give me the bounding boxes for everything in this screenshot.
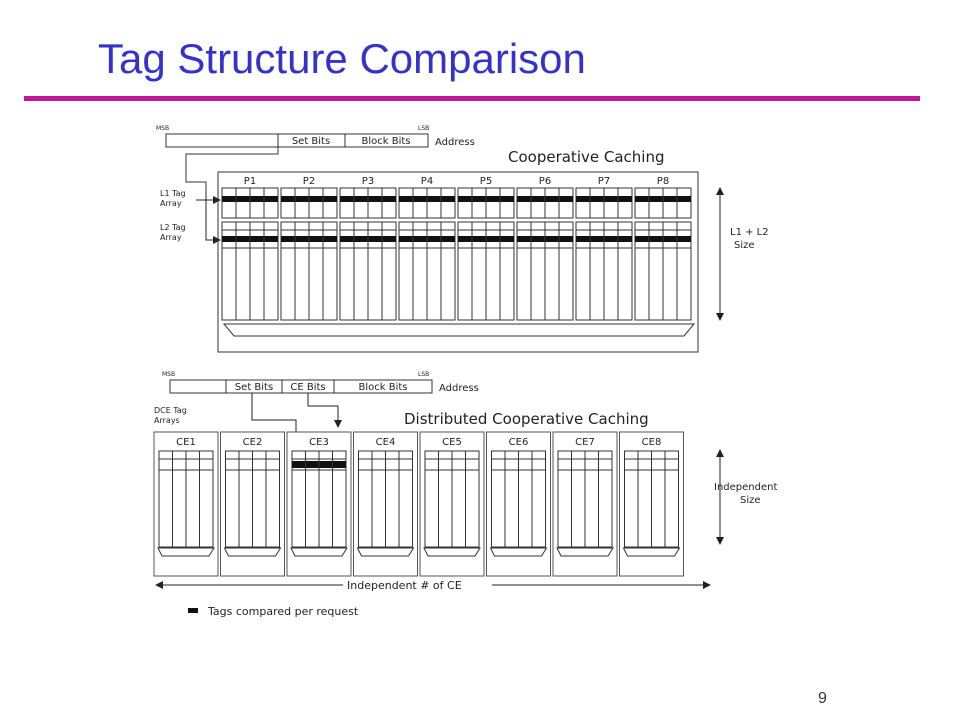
ce-label: CE2 — [243, 437, 263, 448]
dcc-address-label: Address — [439, 383, 479, 394]
coop-l1-label: Array — [160, 199, 182, 208]
diagram-canvas: MSB LSB Set Bits Block Bits Address Coop… — [153, 125, 777, 618]
dcc-set-bits-field: Set Bits — [235, 382, 273, 393]
ce-label: CE8 — [642, 437, 662, 448]
dcc-ce-bits-field: CE Bits — [290, 382, 325, 393]
ce-label: CE5 — [442, 437, 462, 448]
coop-processor-column: P1 — [221, 176, 279, 321]
ce-label: CE3 — [309, 437, 329, 448]
slide-title: Tag Structure Comparison — [98, 35, 586, 82]
dcc-ce-array: CE1 CE2 CE3 CE4 CE5 CE6 CE7 CE8 — [153, 431, 684, 577]
legend-tag-swatch — [188, 608, 198, 613]
dcc-tag-label: Arrays — [154, 416, 180, 425]
coop-address-label: Address — [435, 137, 475, 148]
coop-size-label: L1 + L2 — [730, 227, 769, 238]
coop-processor-column: P2 — [280, 176, 338, 321]
ce-comparator — [356, 547, 415, 557]
ce-comparator — [290, 547, 348, 557]
processor-label: P2 — [303, 176, 315, 187]
ce-column: CE1 — [153, 431, 219, 577]
ce-label: CE4 — [376, 437, 396, 448]
coop-size-label: Size — [734, 240, 755, 251]
ce-label: CE1 — [176, 437, 196, 448]
ce-column: CE7 — [552, 431, 618, 577]
ce-comparator — [622, 547, 681, 557]
coop-msb-label: MSB — [156, 125, 169, 132]
dcc-title: Distributed Cooperative Caching — [404, 410, 649, 428]
coop-outer-frame — [217, 171, 699, 353]
ce-comparator — [489, 547, 548, 557]
ce-column: CE2 — [220, 431, 285, 577]
dcc-size-label: Size — [740, 495, 761, 506]
coop-lsb-label: LSB — [418, 125, 429, 132]
processor-label: P8 — [657, 176, 669, 187]
tag-structure-diagram: MSB LSB Set Bits Block Bits Address Coop… — [148, 124, 800, 622]
processor-label: P7 — [598, 176, 610, 187]
legend: Tags compared per request — [188, 605, 359, 618]
dcc-count-label: Independent # of CE — [347, 579, 462, 592]
dcc-size-label: Independent — [714, 482, 777, 493]
processor-label: P1 — [244, 176, 256, 187]
ce-column: CE5 — [419, 431, 485, 577]
title-divider — [24, 96, 920, 101]
coop-block-bits-field: Block Bits — [362, 136, 411, 147]
coop-processor-array: P1 P2 P3 P4 P5 P6 P7 P8 — [221, 176, 692, 321]
coop-processor-column: P6 — [516, 176, 574, 321]
coop-processor-column: P5 — [457, 176, 515, 321]
coop-l2-label: Array — [160, 233, 182, 242]
ce-column: CE3 — [286, 431, 352, 577]
dcc-block-bits-field: Block Bits — [359, 382, 408, 393]
legend-label: Tags compared per request — [207, 605, 359, 618]
ce-label: CE7 — [575, 437, 595, 448]
cooperative-caching-section: MSB LSB Set Bits Block Bits Address Coop… — [156, 125, 769, 353]
distributed-caching-section: MSB LSB Set Bits CE Bits Block Bits Addr… — [153, 371, 777, 592]
dcc-address-box — [169, 379, 433, 394]
coop-set-bits-route — [185, 147, 279, 191]
ce-comparator — [157, 547, 215, 557]
ce-comparator — [556, 547, 614, 557]
dcc-msb-label: MSB — [162, 371, 175, 378]
processor-label: P3 — [362, 176, 374, 187]
ce-column: CE6 — [486, 431, 551, 577]
coop-l2-label: L2 Tag — [160, 223, 186, 232]
processor-label: P4 — [421, 176, 433, 187]
processor-label: P6 — [539, 176, 551, 187]
ce-column: CE4 — [353, 431, 418, 577]
coop-set-bits-field: Set Bits — [292, 136, 330, 147]
processor-label: P5 — [480, 176, 492, 187]
ce-label: CE6 — [509, 437, 529, 448]
coop-processor-column: P4 — [398, 176, 456, 321]
dcc-ce-bits-arrow — [307, 393, 342, 428]
coop-title: Cooperative Caching — [508, 148, 664, 166]
dcc-tag-label: DCE Tag — [154, 406, 187, 415]
ce-comparator — [423, 547, 481, 557]
coop-processor-column: P8 — [634, 176, 692, 321]
ce-comparator — [223, 547, 282, 557]
dcc-lsb-label: LSB — [418, 371, 429, 378]
coop-address-box — [165, 133, 429, 148]
coop-processor-column: P7 — [575, 176, 633, 321]
coop-l1-label: L1 Tag — [160, 189, 186, 198]
ce-column: CE8 — [619, 431, 684, 577]
coop-comparator — [222, 323, 696, 337]
page-number: 9 — [818, 690, 827, 707]
coop-processor-column: P3 — [339, 176, 397, 321]
coop-l2-arrow — [205, 191, 221, 244]
